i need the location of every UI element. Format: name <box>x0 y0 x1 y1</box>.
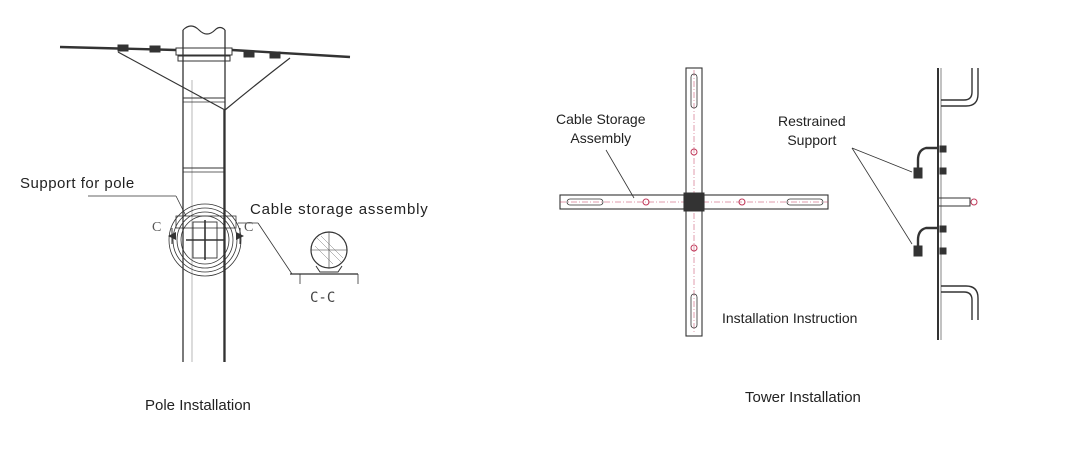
pole-support-label: Support for pole <box>20 175 135 192</box>
pole-installation-caption: Pole Installation <box>145 397 251 414</box>
restrained-support-label: Restrained Support <box>778 112 846 150</box>
tower-cable-storage-label-line2: Assembly <box>570 130 632 146</box>
tower-installation-caption: Tower Installation <box>745 389 861 406</box>
section-mark-left: C <box>152 220 162 235</box>
section-mark-right: C <box>244 220 254 235</box>
tower-drawing <box>559 67 979 340</box>
pole-cable-storage-label: Cable storage assembly <box>250 201 429 218</box>
tower-cable-storage-label: Cable Storage Assembly <box>556 110 646 148</box>
section-view-label: C-C <box>310 290 336 306</box>
restrained-support-label-line1: Restrained <box>778 113 846 129</box>
restrained-support-label-line2: Support <box>787 132 837 148</box>
pole-drawing <box>59 25 359 362</box>
installation-instruction-label: Installation Instruction <box>722 310 858 326</box>
tower-cable-storage-label-line1: Cable Storage <box>556 111 646 127</box>
